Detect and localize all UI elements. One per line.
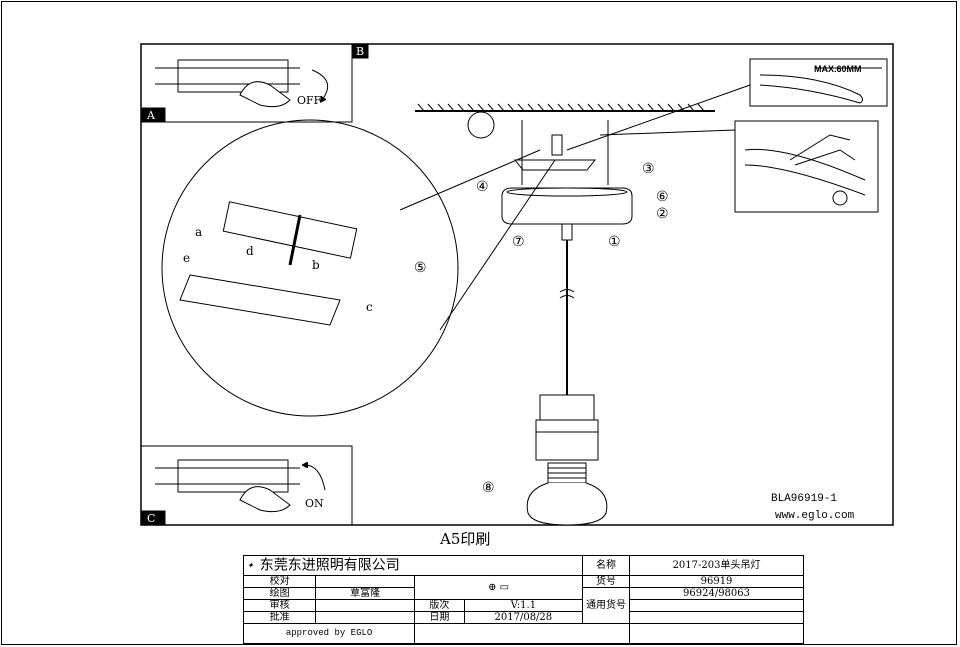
terminal-strip xyxy=(179,274,341,326)
wire-length-detail xyxy=(749,58,888,107)
print-format-label: A5印刷 xyxy=(440,530,491,548)
approve-label: 批准 xyxy=(242,611,317,624)
version-value: V:1.1 xyxy=(463,599,584,612)
ceiling xyxy=(415,103,715,112)
step-5: ⑤ xyxy=(414,260,427,276)
website[interactable]: www.eglo.com xyxy=(775,510,855,522)
step-4: ④ xyxy=(476,179,489,195)
name-value: 2017-203单头吊灯 xyxy=(629,555,804,576)
on-label: ON xyxy=(305,497,324,510)
drawn-label: 绘图 xyxy=(242,587,317,600)
check-value xyxy=(315,575,416,588)
projection-symbol: ⊕ ▭ xyxy=(414,575,584,600)
detail-b: b xyxy=(312,258,320,272)
panel-on: C ON xyxy=(140,445,353,526)
screwdriver xyxy=(288,214,302,266)
panel-off: B A OFF xyxy=(140,43,369,123)
max-length-label: MAX.60MM xyxy=(814,64,862,74)
detail-e: e xyxy=(183,251,190,265)
empty-cell xyxy=(629,599,804,612)
empty-cell xyxy=(629,623,804,644)
approved-by: approved by EGLO xyxy=(242,623,416,644)
bulb xyxy=(526,482,608,526)
terminal-block xyxy=(551,134,563,156)
empty-cell xyxy=(629,611,804,624)
review-label: 审核 xyxy=(242,599,317,612)
wire-strip-detail xyxy=(734,120,879,213)
item-no-value: 96919 xyxy=(629,575,804,588)
panel-b-label: B xyxy=(356,45,364,58)
panel-a-label: A xyxy=(146,109,156,122)
item-no-label: 货号 xyxy=(582,575,631,588)
detail-d: d xyxy=(246,244,254,258)
check-label: 校对 xyxy=(242,575,317,588)
date-label: 日期 xyxy=(414,611,465,624)
name-label: 名称 xyxy=(582,555,631,576)
lamp-holder xyxy=(539,394,595,421)
terminal-cover xyxy=(222,201,358,259)
company-name: 东莞东进照明有限公司 xyxy=(259,557,400,574)
hand-icon xyxy=(239,486,291,513)
title-block: ✦ 东莞东进照明有限公司 名称 2017-203单头吊灯 校对 ⊕ ▭ 货号 96… xyxy=(242,555,804,644)
empty-cell xyxy=(414,623,631,644)
drawing-frame xyxy=(140,43,894,526)
drawn-value: 覃富隆 xyxy=(315,587,416,600)
breaker-box xyxy=(177,59,289,93)
anchor-detail xyxy=(467,111,495,139)
version-label: 版次 xyxy=(414,599,465,612)
date-value: 2017/08/28 xyxy=(463,611,584,624)
mounting-bracket xyxy=(513,159,597,171)
approve-value xyxy=(315,611,416,624)
detail-circle xyxy=(161,119,459,417)
step-6: ⑥ xyxy=(656,189,669,205)
step-7: ⑦ xyxy=(512,234,525,250)
off-label: OFF xyxy=(297,94,322,107)
general-label: 通用货号 xyxy=(582,587,631,624)
review-value xyxy=(315,599,416,612)
panel-c-label: C xyxy=(147,512,155,525)
step-8: ⑧ xyxy=(482,480,495,496)
step-3: ③ xyxy=(642,161,655,177)
general-value: 96924/98063 xyxy=(629,587,804,600)
detail-c: c xyxy=(366,300,373,314)
step-2: ② xyxy=(656,206,669,222)
detail-a: a xyxy=(195,225,202,239)
breaker-box xyxy=(177,459,289,493)
company-logo: ✦ xyxy=(247,560,254,570)
step-1: ① xyxy=(608,234,621,250)
canopy xyxy=(501,187,633,225)
hand-icon xyxy=(239,81,291,108)
company-cell: ✦ 东莞东进照明有限公司 xyxy=(242,555,584,576)
model-code: BLA96919-1 xyxy=(771,493,838,505)
